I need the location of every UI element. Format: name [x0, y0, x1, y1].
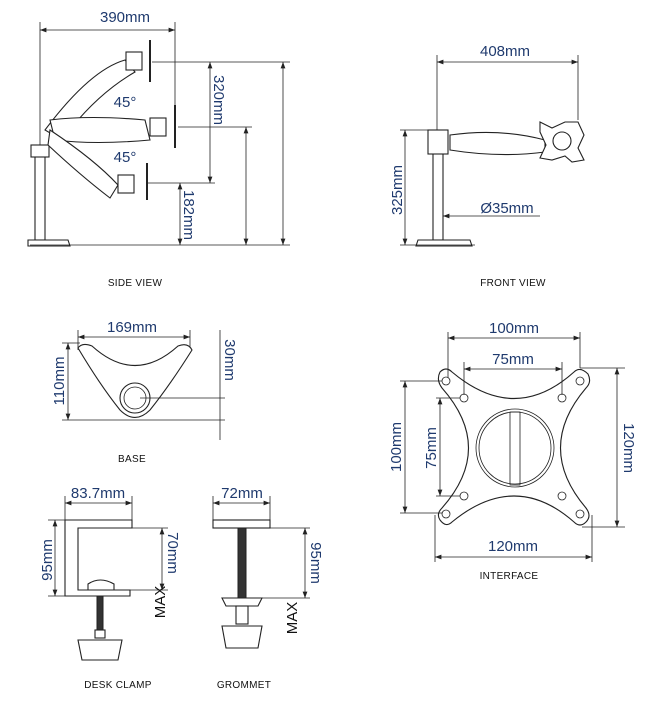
grommet-screw [237, 527, 247, 601]
grommet-view: 72mm 95mm MAX GROMMET [212, 485, 324, 691]
clamp-knob [77, 639, 123, 661]
base-offset-label: 30mm [221, 339, 238, 381]
front-width-label: 408mm [480, 43, 530, 60]
base-width-label: 169mm [107, 319, 157, 336]
side-view: 390mm 320mm 182mm 45° 45° [27, 9, 290, 289]
angle-down-label: 45° [114, 149, 137, 166]
arm-middle [49, 105, 176, 148]
pole [432, 149, 444, 241]
clamp-max-label: MAX [152, 586, 169, 619]
desk-clamp-caption: DESK CLAMP [84, 680, 151, 691]
outer-v-label: 100mm [388, 422, 405, 472]
clamp-head [427, 129, 449, 155]
inner-v-label: 75mm [423, 427, 440, 469]
clamp-head [30, 144, 50, 158]
plate-height-label: 120mm [620, 423, 637, 473]
base-plate [77, 343, 193, 419]
interface-caption: INTERFACE [480, 571, 539, 582]
grommet-top-plate [212, 519, 271, 529]
grommet-knob [221, 625, 263, 649]
vesa-plate [437, 368, 591, 526]
angle-up-label: 45° [114, 94, 137, 111]
outer-h-label: 100mm [489, 320, 539, 337]
grommet-max-label: MAX [284, 602, 301, 635]
clamp-body [64, 519, 133, 597]
front-view-caption: FRONT VIEW [480, 278, 546, 289]
inner-h-label: 75mm [492, 351, 534, 368]
side-view-caption: SIDE VIEW [108, 278, 163, 289]
clamp-depth-label: 83.7mm [71, 485, 125, 502]
front-view: 408mm 325mm Ø35mm FRONT VIEW [389, 43, 585, 289]
base-view: 169mm 110mm 30mm BASE [51, 319, 238, 465]
side-width-label: 390mm [100, 9, 150, 26]
plate-width-label: 120mm [488, 538, 538, 555]
grommet-max-thickness-label: 95mm [307, 542, 324, 584]
height-range-label: 320mm [210, 75, 227, 125]
base-caption: BASE [118, 454, 146, 465]
pole-diameter-label: Ø35mm [480, 200, 533, 217]
desk-clamp-view: 83.7mm 95mm 70mm MAX DESK CLAMP [39, 485, 181, 691]
clamp-max-thickness-label: 70mm [164, 532, 181, 574]
vesa-plate-front [539, 121, 585, 163]
min-height-label: 182mm [180, 190, 197, 240]
arm [449, 131, 546, 156]
clamp-height-label: 95mm [39, 539, 56, 581]
interface-view: 100mm 75mm 100mm 75mm 120mm 120mm INTERF… [388, 320, 637, 582]
grommet-caption: GROMMET [217, 680, 271, 691]
grommet-width-label: 72mm [221, 485, 263, 502]
arm-down [47, 129, 148, 200]
base-foot [415, 239, 473, 247]
base-depth-label: 110mm [51, 357, 68, 406]
pole-height-label: 325mm [389, 165, 406, 215]
pole [34, 149, 46, 241]
base-foot [27, 239, 71, 247]
